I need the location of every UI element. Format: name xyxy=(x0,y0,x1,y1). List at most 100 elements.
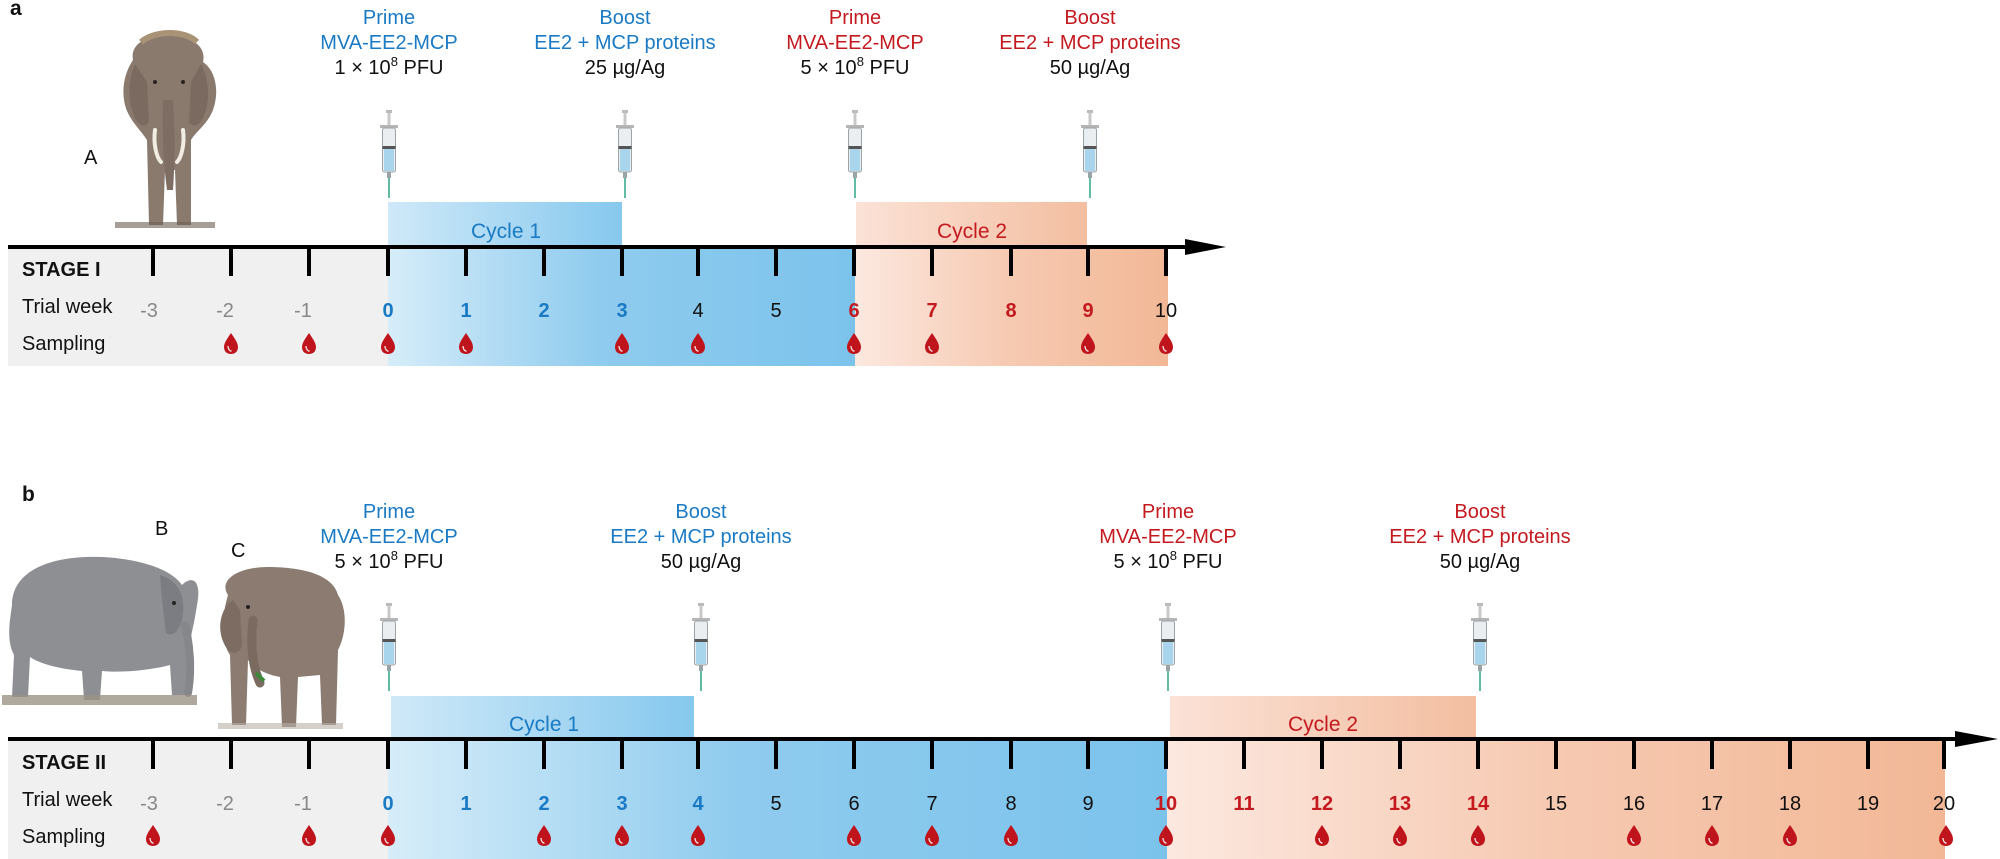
week-label: 14 xyxy=(1467,793,1490,815)
injection-type: Boost xyxy=(1454,501,1506,523)
week-label: 4 xyxy=(692,793,704,815)
injection-dose: 5 × 108 PFU xyxy=(801,54,910,79)
week-label: 0 xyxy=(382,793,393,815)
week-label: 7 xyxy=(926,300,937,322)
week-label: 10 xyxy=(1155,300,1177,322)
week-label: -1 xyxy=(294,300,312,322)
injection-dose: 25 µg/Ag xyxy=(585,57,665,79)
week-label: -2 xyxy=(216,300,234,322)
week-labels: -3 -2 -1 0 1 2 3 4 5 6 7 8 9 10 11 12 13… xyxy=(140,793,1955,815)
sampling-label: Sampling xyxy=(22,826,105,848)
week-label: 15 xyxy=(1545,793,1567,815)
trial-week-label: Trial week xyxy=(22,789,113,811)
cycle-2-label: Cycle 2 xyxy=(1288,713,1358,736)
injection-type: Boost xyxy=(1064,7,1116,29)
stage-ii-background xyxy=(8,740,388,859)
week-label: 7 xyxy=(926,793,937,815)
injection-vaccine: EE2 + MCP proteins xyxy=(1389,526,1570,548)
week-label: 20 xyxy=(1933,793,1955,815)
week-label: 6 xyxy=(848,300,859,322)
cycle-1-bar xyxy=(388,202,622,245)
axis-ticks xyxy=(151,247,1168,276)
week-label: 9 xyxy=(1082,300,1093,322)
injection-dose: 5 × 108 PFU xyxy=(335,548,444,573)
syringe-icon xyxy=(1080,109,1100,199)
injection-vaccine: MVA-EE2-MCP xyxy=(320,526,457,548)
animal-label-b: B xyxy=(155,518,168,540)
cycle-1-label: Cycle 1 xyxy=(471,220,541,243)
injection-type: Prime xyxy=(363,7,415,29)
panel-b: b B C Cycle 1 Cycle 2 xyxy=(2,483,1998,859)
week-label: -1 xyxy=(294,793,312,815)
week-label: 3 xyxy=(616,300,627,322)
week-label: 19 xyxy=(1857,793,1879,815)
week-label: 5 xyxy=(770,793,781,815)
animal-label-a: A xyxy=(84,147,98,169)
week-label: 3 xyxy=(616,793,627,815)
week-label: -2 xyxy=(216,793,234,815)
injection-type: Prime xyxy=(1142,501,1194,523)
injection-dose: 50 µg/Ag xyxy=(661,551,741,573)
stage-label: STAGE II xyxy=(22,752,106,774)
panel-b-letter: b xyxy=(22,483,35,506)
week-label: 16 xyxy=(1623,793,1645,815)
syringe-icon xyxy=(615,109,635,199)
stage-label: STAGE I xyxy=(22,259,101,281)
panel-a: a A Cycle 1 Cycle 2 xyxy=(8,0,1226,366)
syringe-icon xyxy=(691,602,711,692)
week-label: 9 xyxy=(1082,793,1093,815)
injection-type: Boost xyxy=(675,501,727,523)
week-label: 13 xyxy=(1389,793,1411,815)
injection-4: Boost EE2 + MCP proteins 50 µg/Ag xyxy=(1389,501,1571,692)
injection-type: Boost xyxy=(599,7,651,29)
injection-2: Boost EE2 + MCP proteins 25 µg/Ag xyxy=(534,7,716,199)
cycle-2-label: Cycle 2 xyxy=(937,220,1007,243)
week-label: -3 xyxy=(140,793,158,815)
elephant-icon xyxy=(218,567,345,729)
week-label: 1 xyxy=(460,793,471,815)
week-label: 12 xyxy=(1311,793,1333,815)
week-label: 0 xyxy=(382,300,393,322)
axis-arrowhead xyxy=(1185,239,1226,255)
syringe-icon xyxy=(1158,602,1178,692)
week-label: 1 xyxy=(460,300,471,322)
week-label: 8 xyxy=(1005,300,1016,322)
syringe-icon xyxy=(379,109,399,199)
cycle-1-label: Cycle 1 xyxy=(509,713,579,736)
injection-2: Boost EE2 + MCP proteins 50 µg/Ag xyxy=(610,501,792,692)
cycle-2-bar xyxy=(856,202,1087,245)
injection-1: Prime MVA-EE2-MCP 5 × 108 PFU xyxy=(320,501,458,692)
injection-vaccine: MVA-EE2-MCP xyxy=(786,32,923,54)
axis-arrowhead xyxy=(1955,731,1998,747)
trial-week-label: Trial week xyxy=(22,296,113,318)
injection-vaccine: EE2 + MCP proteins xyxy=(999,32,1180,54)
week-label: 10 xyxy=(1155,793,1177,815)
injection-vaccine: MVA-EE2-MCP xyxy=(1099,526,1236,548)
axis-ticks xyxy=(151,739,1946,769)
week-label: 17 xyxy=(1701,793,1723,815)
week-label: -3 xyxy=(140,300,158,322)
injection-vaccine: EE2 + MCP proteins xyxy=(534,32,715,54)
injection-dose: 1 × 108 PFU xyxy=(335,54,444,79)
syringe-icon xyxy=(379,602,399,692)
injection-3: Prime MVA-EE2-MCP 5 × 108 PFU xyxy=(1099,501,1237,692)
injection-dose: 50 µg/Ag xyxy=(1050,57,1130,79)
syringe-icon xyxy=(845,109,865,199)
syringe-icon xyxy=(1470,602,1490,692)
week-label: 8 xyxy=(1005,793,1016,815)
week-label: 5 xyxy=(770,300,781,322)
week-label: 2 xyxy=(538,300,549,322)
injection-1: Prime MVA-EE2-MCP 1 × 108 PFU xyxy=(320,7,458,199)
stage-i-background xyxy=(8,245,388,366)
week-label: 2 xyxy=(538,793,549,815)
injection-vaccine: MVA-EE2-MCP xyxy=(320,32,457,54)
week-label: 4 xyxy=(692,300,703,322)
week-label: 6 xyxy=(848,793,859,815)
injection-type: Prime xyxy=(363,501,415,523)
week-labels: -3 -2 -1 0 1 2 3 4 5 6 7 8 9 10 xyxy=(140,300,1177,322)
cycle-1-bar xyxy=(391,696,694,740)
injection-vaccine: EE2 + MCP proteins xyxy=(610,526,791,548)
injection-dose: 5 × 108 PFU xyxy=(1114,548,1223,573)
injection-dose: 50 µg/Ag xyxy=(1440,551,1520,573)
